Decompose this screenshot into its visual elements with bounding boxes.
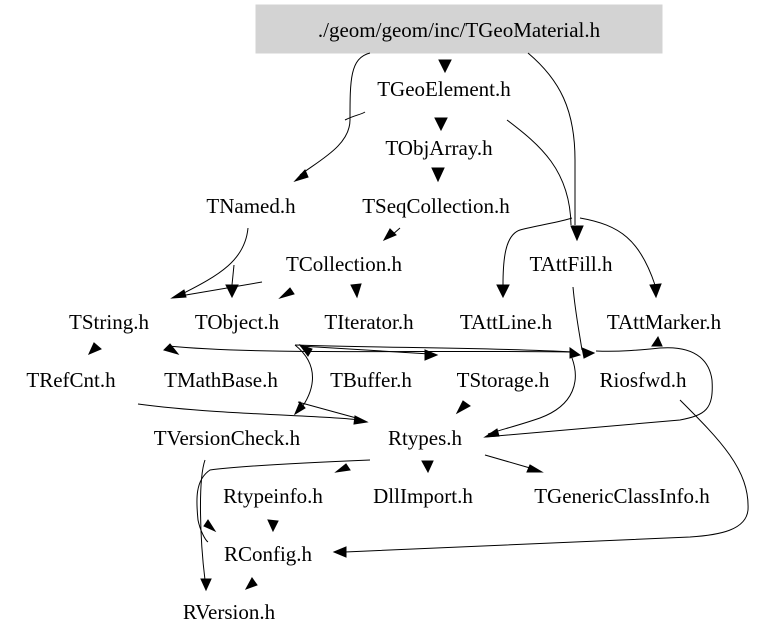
node-TIterator[interactable]: TIterator.h [324,310,414,334]
arrow-icon [88,342,102,355]
node-Riosfwd[interactable]: Riosfwd.h [600,368,687,392]
arrow-icon [382,228,397,242]
edge-Rtypes-TGenericClassInfo [484,454,531,469]
node-TSeqCollection[interactable]: TSeqCollection.h [362,194,510,218]
arrow-icon [483,428,500,438]
node-Rtypes[interactable]: Rtypes.h [388,426,463,450]
node-TCollection[interactable]: TCollection.h [286,252,403,276]
node-TAttFill[interactable]: TAttFill.h [530,252,613,276]
arrow-icon [421,460,434,474]
node-TObject[interactable]: TObject.h [195,310,280,334]
arrow-icon [651,335,663,347]
node-TGeoElement[interactable]: TGeoElement.h [377,77,511,101]
arrow-icon [350,283,362,299]
edge-TAttFill-TAttLine [502,217,573,286]
nodes: TGeoElement.h TObjArray.h TNamed.h TSeqC… [26,77,721,624]
node-DllImport[interactable]: DllImport.h [373,484,473,508]
arrow-icon [455,400,471,415]
node-TStorage[interactable]: TStorage.h [457,368,550,392]
node-TAttMarker[interactable]: TAttMarker.h [607,310,722,334]
arrow-icon [278,287,295,300]
edge-Riosfwd-TAttMarker [484,347,713,438]
arrow-icon [424,349,439,361]
edge-TCollection-TString [179,281,263,297]
node-TMathBase[interactable]: TMathBase.h [164,368,278,392]
edge-Riosfwd-Rtypes [487,357,576,435]
edge-TString-Riosfwd [167,345,571,353]
node-TBuffer[interactable]: TBuffer.h [330,368,412,392]
edge-TSeqCollection-TCollection [391,227,401,236]
arrow-icon [200,578,212,592]
edges [88,52,749,592]
arrow-icon [353,415,369,425]
arrow-icon [244,577,258,590]
node-RConfig[interactable]: RConfig.h [224,542,313,566]
arrow-icon [170,289,187,299]
arrow-icon [203,519,217,533]
node-TVersionCheck[interactable]: TVersionCheck.h [154,426,301,450]
node-RVersion[interactable]: RVersion.h [183,600,276,624]
arrow-icon [438,59,452,74]
edge-Riosfwd-RConfig [344,399,749,553]
edge-TNamed-TString [179,227,249,296]
arrow-icon [293,401,306,416]
arrow-icon [298,344,313,357]
arrow-icon [434,117,448,132]
arrow-icon [581,347,596,359]
root-node-box [255,4,663,54]
edge-TObject-TStorage [299,345,431,355]
node-TGenericClassInfo[interactable]: TGenericClassInfo.h [534,484,710,508]
edge-TAttFill-Riosfwd [572,286,583,351]
node-Rtypeinfo[interactable]: Rtypeinfo.h [223,484,323,508]
arrow-icon [163,343,180,355]
arrow-icon [569,347,582,359]
arrow-icon [649,283,662,299]
arrow-icon [526,464,544,473]
arrow-icon [332,546,347,558]
edge-root-TAttFill [527,52,576,225]
edge-root-TNamed [299,52,371,176]
arrow-icon [293,169,309,183]
edge-TObject-Riosfwd [294,344,576,353]
arrow-icon [496,284,510,299]
node-TRefCnt[interactable]: TRefCnt.h [26,368,116,392]
edge-TObject-TVersionCheck [294,344,313,411]
node-TObjArray[interactable]: TObjArray.h [385,136,493,160]
edge-TVersionCheck-RVersion [200,459,206,581]
arrow-icon [334,463,351,473]
edge-TGeoElement-TNamed [344,111,366,121]
node-label-root: ./geom/geom/inc/TGeoMaterial.h [318,18,601,42]
edge-TAttFill-TAttMarker [579,217,656,286]
edge-TGeoElement-TAttFill [506,119,572,226]
arrow-icon [570,225,584,242]
edge-TRefCnt-Rtypes [137,403,361,421]
node-TString[interactable]: TString.h [69,310,149,334]
arrow-icon [267,519,279,533]
arrow-icon [431,167,445,183]
node-TNamed[interactable]: TNamed.h [206,194,296,218]
edge-TMathBase-Rtypes [297,401,361,420]
edge-TNamed-TObject [231,264,235,286]
node-TAttLine[interactable]: TAttLine.h [460,310,553,334]
node-root[interactable]: ./geom/geom/inc/TGeoMaterial.h [255,4,663,54]
